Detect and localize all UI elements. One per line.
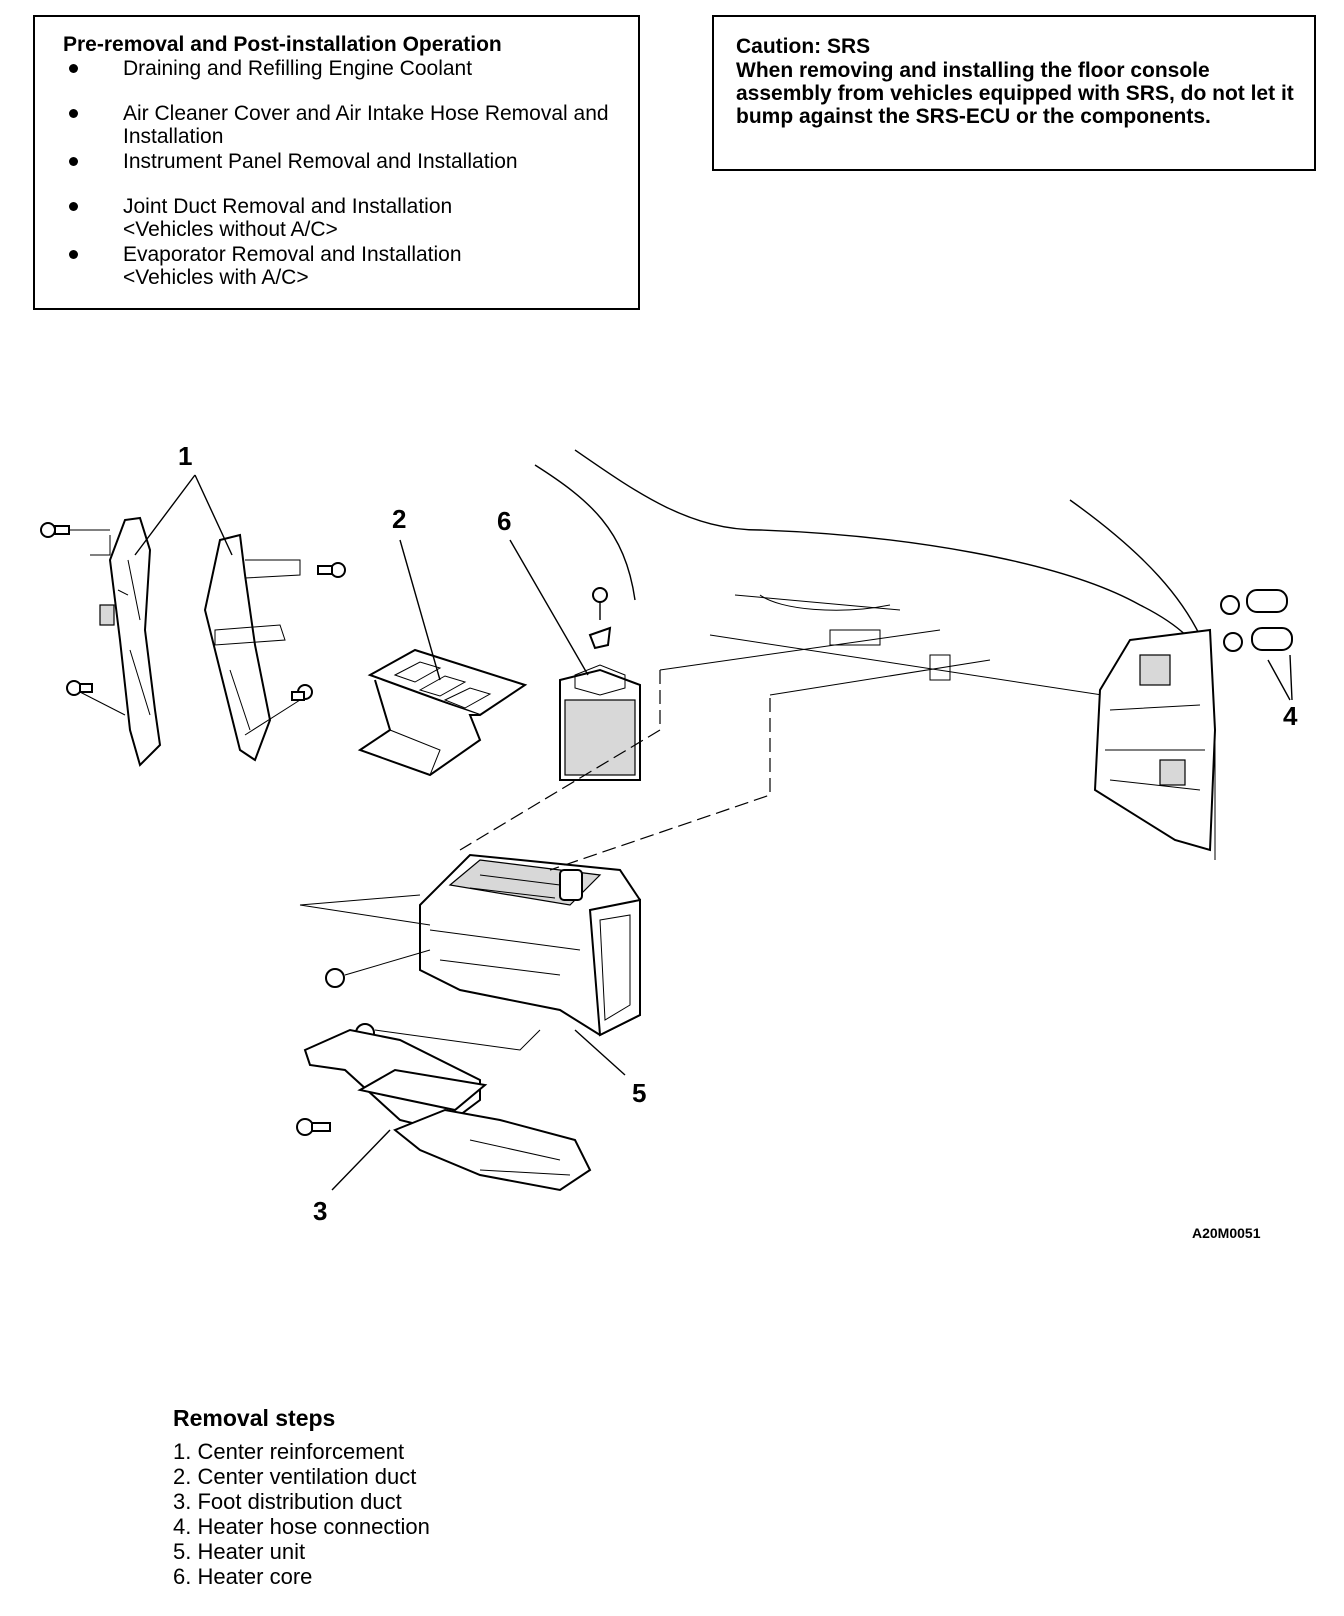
caution-body: When removing and installing the floor c…	[736, 59, 1294, 128]
pre-removal-box: Pre-removal and Post-installation Operat…	[33, 15, 640, 310]
bracket	[829, 629, 881, 646]
removal-steps-title: Removal steps	[173, 1405, 336, 1431]
heater-core: 6	[497, 506, 641, 781]
pre-removal-item: Instrument Panel Removal and Installatio…	[63, 150, 620, 173]
heater-hose-connection: 4	[1220, 589, 1298, 731]
foot-distribution-duct: 3	[296, 1028, 592, 1226]
caution-box: Caution: SRS When removing and installin…	[712, 15, 1316, 171]
removal-step: 1. Center reinforcement	[173, 1439, 405, 1464]
panel-edge	[759, 594, 891, 611]
removal-steps: Removal steps 1. Center reinforcement 2.…	[173, 1405, 873, 1589]
dashboard-outline	[574, 449, 1211, 671]
pre-removal-item: Evaporator Removal and Installation <Veh…	[63, 243, 620, 289]
removal-step: 4. Heater hose connection	[173, 1514, 430, 1539]
pre-removal-item: Air Cleaner Cover and Air Intake Hose Re…	[63, 102, 620, 148]
callout-3: 3	[313, 1196, 327, 1226]
callout-6: 6	[497, 506, 511, 536]
callout-5: 5	[632, 1078, 646, 1108]
figure-id: A20M0051	[1192, 1225, 1261, 1241]
center-ventilation-duct: 2	[357, 504, 528, 777]
caution-title: Caution: SRS	[736, 35, 871, 58]
removal-step: 2. Center ventilation duct	[173, 1464, 417, 1489]
heater-unit: 5	[299, 670, 771, 1108]
callout-4: 4	[1283, 701, 1298, 731]
callout-2: 2	[392, 504, 406, 534]
pre-removal-list: Draining and Refilling Engine Coolant Ai…	[63, 57, 620, 289]
removal-step: 6. Heater core	[173, 1564, 313, 1589]
pre-removal-item: Draining and Refilling Engine Coolant	[63, 57, 620, 80]
center-reinforcement: 1	[40, 441, 346, 767]
callout-1: 1	[178, 441, 192, 471]
exploded-view-diagram: 4 1 2 6	[40, 441, 1298, 1241]
pre-removal-title: Pre-removal and Post-installation Operat…	[63, 33, 502, 56]
bracket	[929, 654, 951, 681]
engine-block-sketch	[1093, 628, 1217, 860]
dashboard-outline	[534, 464, 636, 601]
removal-step: 5. Heater unit	[173, 1539, 306, 1564]
panel-edge	[659, 629, 991, 696]
removal-step: 3. Foot distribution duct	[173, 1489, 402, 1514]
removal-steps-list: 1. Center reinforcement 2. Center ventil…	[173, 1439, 873, 1589]
pre-removal-item: Joint Duct Removal and Installation <Veh…	[63, 195, 620, 241]
